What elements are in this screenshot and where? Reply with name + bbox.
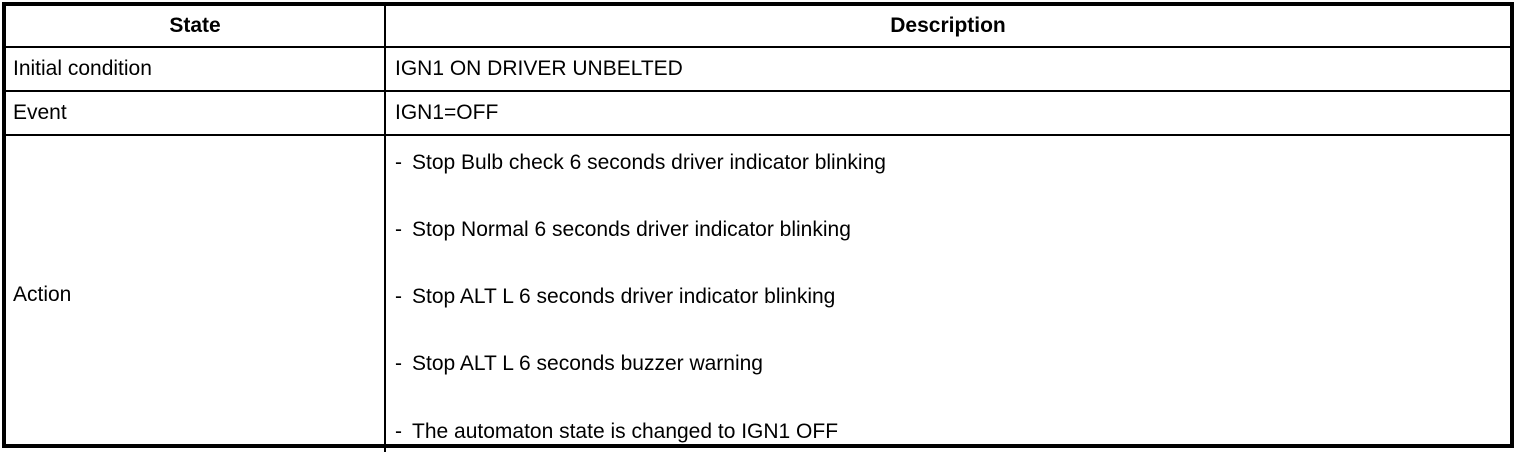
- action-item-text: Stop ALT L 6 seconds driver indicator bl…: [412, 285, 836, 309]
- action-item-text: Stop Normal 6 seconds driver indicator b…: [412, 218, 851, 242]
- dash-bullet: -: [395, 352, 402, 376]
- action-item: -Stop ALT L 6 seconds buzzer warning: [395, 352, 763, 376]
- action-item: -The automaton state is changed to IGN1 …: [395, 420, 838, 444]
- dash-bullet: -: [395, 419, 402, 443]
- action-item: -Stop Normal 6 seconds driver indicator …: [395, 218, 851, 242]
- row-label-action: Action: [6, 136, 386, 452]
- dash-bullet: -: [395, 285, 402, 309]
- action-item: -Stop ALT L 6 seconds driver indicator b…: [395, 285, 835, 309]
- row-label-event: Event: [6, 92, 386, 134]
- table-row-event: Event IGN1=OFF: [6, 92, 1510, 136]
- action-item-text: The automaton state is changed to IGN1 O…: [412, 419, 839, 443]
- dash-bullet: -: [395, 151, 402, 174]
- action-item: -Stop Bulb check 6 seconds driver indica…: [395, 151, 886, 175]
- row-label-initial-condition: Initial condition: [6, 48, 386, 90]
- column-header-description: Description: [890, 13, 1006, 37]
- table-header-row: State Description: [6, 6, 1510, 48]
- row-value-initial-condition: IGN1 ON DRIVER UNBELTED: [395, 56, 683, 80]
- action-item-text: Stop Bulb check 6 seconds driver indicat…: [412, 151, 886, 174]
- column-header-state: State: [6, 6, 386, 46]
- action-item-text: Stop ALT L 6 seconds buzzer warning: [412, 352, 763, 376]
- row-value-event: IGN1=OFF: [395, 100, 499, 124]
- dash-bullet: -: [395, 218, 402, 242]
- action-items-list: -Stop Bulb check 6 seconds driver indica…: [386, 136, 1510, 452]
- table-row-action: Action -Stop Bulb check 6 seconds driver…: [6, 136, 1510, 452]
- table-row-initial-condition: Initial condition IGN1 ON DRIVER UNBELTE…: [6, 48, 1510, 92]
